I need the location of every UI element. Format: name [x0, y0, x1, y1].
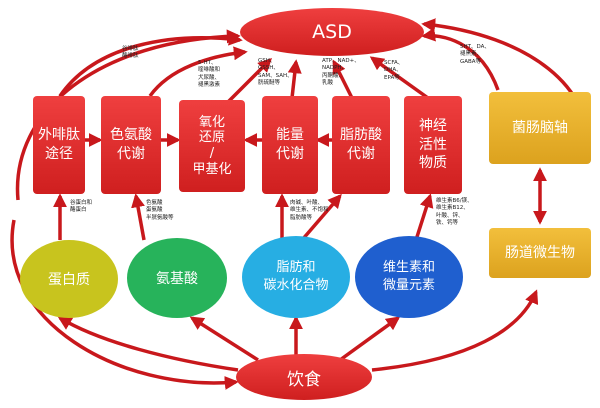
nutrient-fat-carb: 脂肪和 碳水化合物 — [242, 236, 350, 318]
diet-to-protein-arrow — [57, 316, 239, 372]
pathway-energy-label: 能量 代谢 — [276, 127, 304, 162]
annotation-axis-top: 5HT、DA、 褪黑素、 GABA等 — [460, 44, 490, 65]
vitmin-to-neuro-arrow — [414, 193, 434, 241]
pathway-redox: 氧化 还原 / 甲基化 — [179, 100, 245, 192]
redox-to-asd-arrow — [226, 58, 272, 104]
nutrient-amino: 氨基酸 — [127, 238, 227, 318]
nutrient-fat-carb-label: 脂肪和 碳水化合物 — [263, 260, 329, 293]
diet-label: 饮食 — [287, 369, 321, 390]
nutrient-vit-min: 维生素和 微量元素 — [355, 236, 463, 318]
pathway-peptide: 外啡肽 途径 — [33, 96, 85, 194]
annotation-energy-top: GSH、 GSSH、 SAM、SAH、 胱硫醚等 — [258, 58, 293, 87]
pathway-redox-label: 氧化 还原 / 甲基化 — [192, 114, 232, 177]
loop-left-inner-arrow — [58, 31, 243, 97]
diet-node: 饮食 — [236, 354, 372, 400]
annotation-amino-up: 色氨酸 蛋氨酸 半胱氨酸等 — [146, 200, 174, 221]
annotation-protein-up: 谷蛋白和 酪蛋白 — [70, 200, 93, 214]
annotation-redox-top: 5-HT、 喹啉酸和 犬尿酸、 褪黑激素 — [198, 60, 221, 89]
pathway-neuro-label: 神经 活性 物质 — [419, 117, 447, 172]
nutrient-protein-label: 蛋白质 — [48, 272, 90, 288]
diet-to-microbiota-arrow — [371, 289, 539, 372]
nutrient-protein: 蛋白质 — [20, 240, 118, 318]
annotation-neuro-down: 维生素B6/镁、 维生素B12、 叶酸、锌、 铁、钙等 — [436, 198, 473, 227]
fatty-to-asd-arrow — [332, 59, 354, 99]
pathway-trp-label: 色氨酸 代谢 — [110, 127, 152, 162]
annotation-peptide-top: 谷啡肽 酪啡肽 — [122, 46, 139, 60]
diet-to-vitmin-arrow — [338, 316, 401, 362]
pathway-neuro: 神经 活性 物质 — [404, 96, 462, 194]
pathway-peptide-label: 外啡肽 途径 — [38, 127, 80, 162]
asd-label: ASD — [312, 21, 352, 43]
pathway-fatty: 脂肪酸 代谢 — [332, 96, 390, 194]
pathway-fatty-label: 脂肪酸 代谢 — [340, 127, 382, 162]
axis-to-asd-arrow — [421, 27, 500, 91]
trp-to-asd-arrow — [148, 46, 248, 98]
gut-microbiota-label: 肠道微生物 — [505, 244, 575, 261]
pathway-trp: 色氨酸 代谢 — [101, 96, 161, 194]
pathway-energy: 能量 代谢 — [262, 96, 318, 194]
gut-microbiota-node: 肠道微生物 — [489, 228, 591, 278]
gut-brain-axis-label: 菌肠脑轴 — [512, 119, 568, 136]
diet-to-amino-arrow — [189, 316, 259, 362]
amino-to-trp-arrow — [131, 193, 146, 241]
protein-loop-arrow — [10, 219, 239, 390]
annotation-energy-down: 肉碱、叶酸、 维生素、不饱和 脂肪酸等 — [290, 200, 329, 221]
nutrient-vit-min-label: 维生素和 微量元素 — [382, 260, 435, 293]
neuro-to-asd-arrow — [369, 56, 430, 100]
annotation-fatty-top: ATP、NAD+、 NADPH、 丙酮酸、 乳酸 — [322, 58, 360, 87]
asd-node: ASD — [240, 8, 424, 56]
gut-brain-axis-node: 菌肠脑轴 — [489, 92, 591, 164]
nutrient-amino-label: 氨基酸 — [156, 271, 198, 287]
energy-to-asd-arrow — [287, 59, 302, 99]
annotation-neuro-top: SCFA、 DHA、 EPA等 — [384, 60, 404, 81]
loop-left-arrow — [15, 29, 241, 201]
fatcarb-to-fatty-arrow — [300, 193, 342, 242]
